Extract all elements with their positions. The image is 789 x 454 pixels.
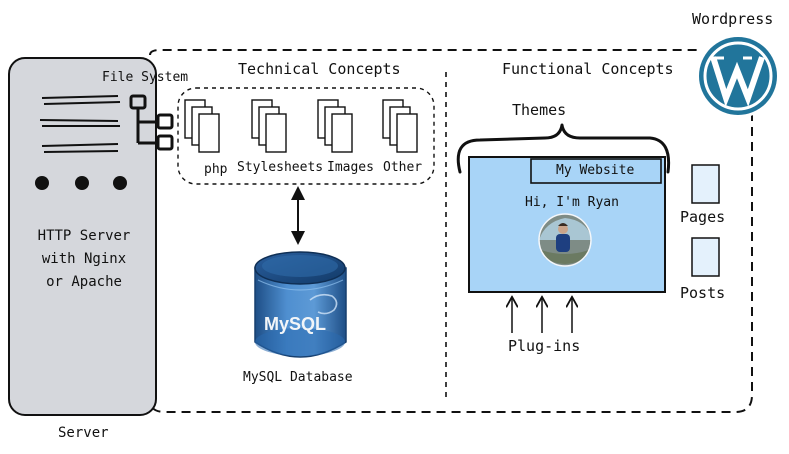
wordpress-label: Wordpress [692,10,774,28]
server-caption: Server [58,425,109,441]
page-icon [691,164,720,204]
posts-label: Posts [680,284,726,302]
server-led-1 [35,176,49,190]
mysql-logo-text: MySQL [264,314,327,334]
server-line-3: or Apache [46,274,122,290]
server-tower [8,57,157,416]
functional-concepts-title: Functional Concepts [502,60,674,78]
file-label-other: Other [383,160,423,175]
file-system-tree-icon [129,94,174,151]
server-line-1: HTTP Server [37,228,131,244]
file-label-stylesheets: Stylesheets [237,160,324,175]
mysql-database-caption: MySQL Database [243,370,353,385]
themes-label: Themes [512,101,567,119]
file-stack-icon-php [184,99,220,153]
pages-label: Pages [680,208,726,226]
server-vent-lines [39,95,121,153]
themes-brace [456,123,671,174]
file-label-images: Images [327,160,374,175]
plugins-label: Plug-ins [508,337,581,355]
server-led-2 [75,176,89,190]
server-line-2: with Nginx [41,251,127,267]
file-stack-icon-other [382,99,418,153]
file-label-php: php [204,162,228,177]
file-system-label: File System [102,70,189,85]
plugin-arrows [512,298,572,333]
technical-concepts-title: Technical Concepts [238,60,401,78]
post-icon [691,237,720,277]
wordpress-logo-icon [696,34,780,118]
mysql-database-icon [254,251,347,358]
website-greeting: Hi, I'm Ryan [525,195,619,210]
profile-photo-avatar [538,213,592,267]
server-led-3 [113,176,127,190]
file-stack-icon-stylesheets [251,99,287,153]
website-title: My Website [556,163,635,178]
file-stack-icon-images [317,99,353,153]
website-header-bar [530,158,662,184]
